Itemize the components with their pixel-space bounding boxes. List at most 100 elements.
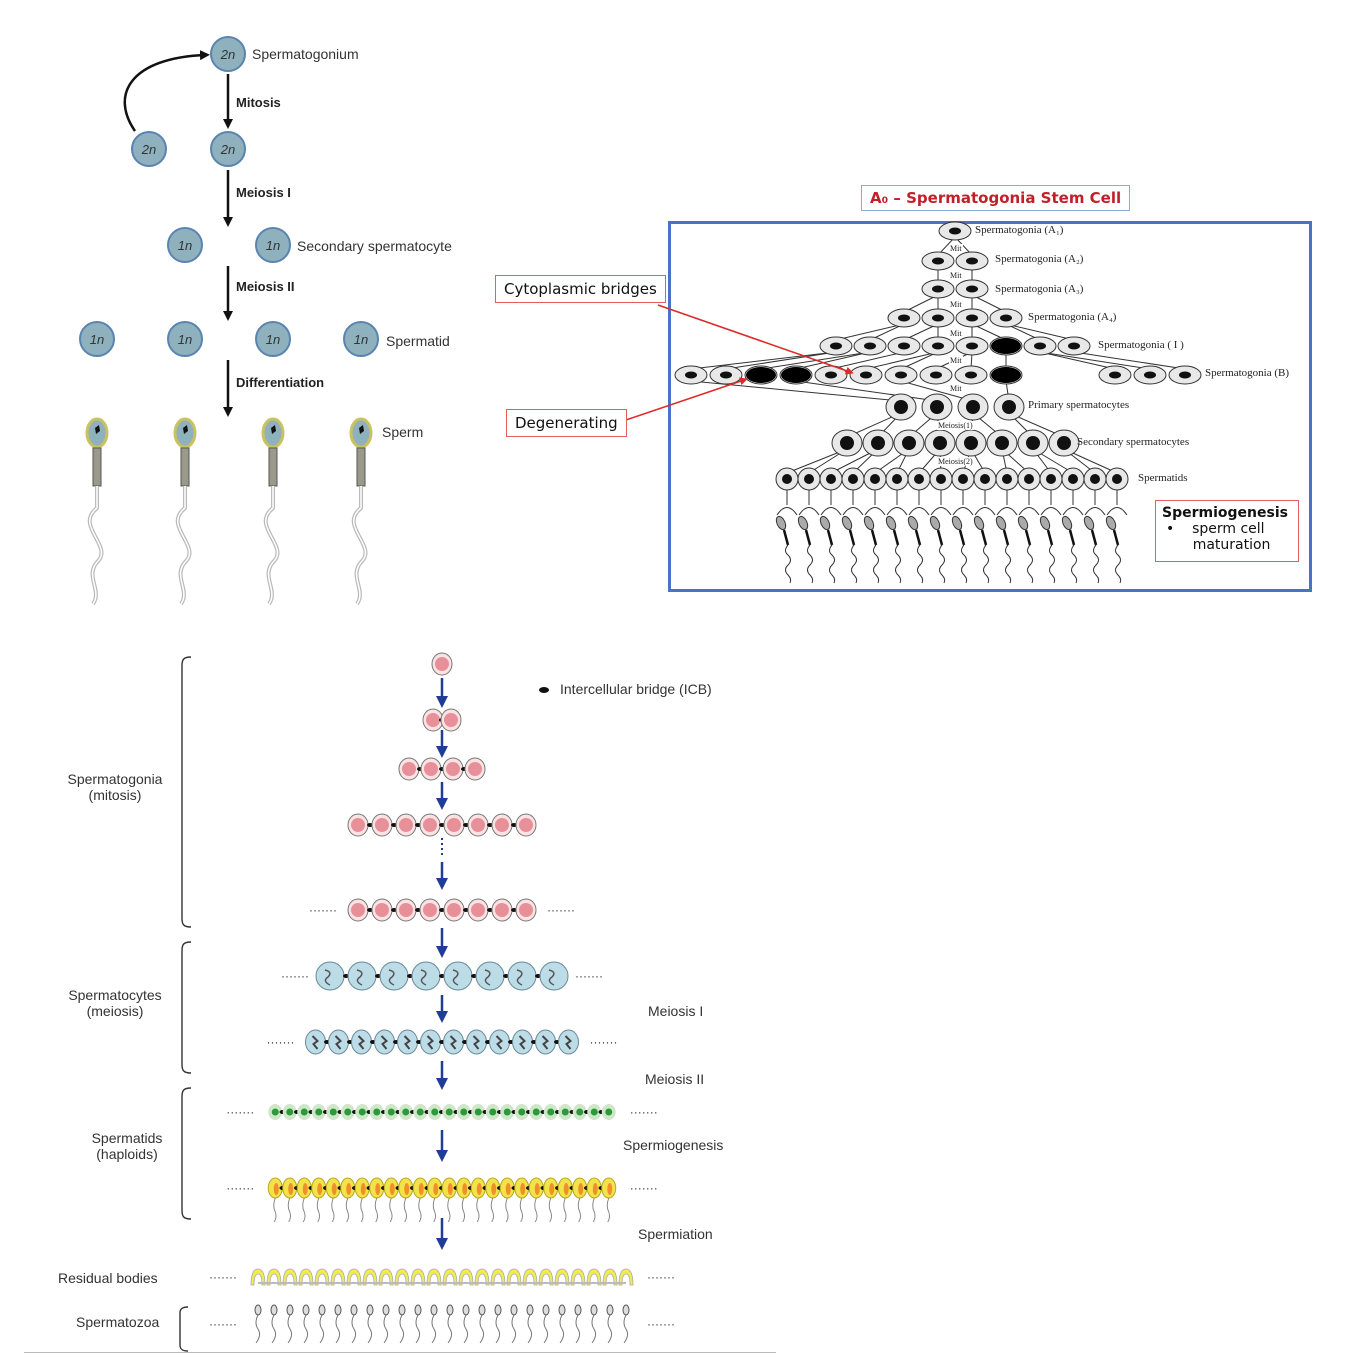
cell-residual-body: [490, 1268, 506, 1286]
intercellular-bridge: [375, 974, 381, 978]
cell-residual-body: [426, 1268, 442, 1286]
cell-spermatozoon: [558, 1304, 566, 1344]
flagellum: [287, 1197, 292, 1223]
process-label-meiosis-1: Meiosis I: [236, 185, 291, 200]
residual-body-shape: [618, 1268, 634, 1286]
cell-nucleus: [914, 474, 924, 484]
flagellum: [403, 1197, 408, 1223]
cell-round-spermatid: [529, 1104, 544, 1120]
residual-body-shape: [570, 1268, 586, 1286]
sperm-head: [995, 515, 1007, 531]
cell-spermatozoon: [542, 1304, 550, 1344]
cell-spermatogonia: [442, 757, 464, 781]
group-label-line: (meiosis): [86, 1003, 144, 1019]
bracket-spermatogonia: [181, 656, 192, 928]
process-label-spermiation: Spermiation: [638, 1226, 713, 1242]
stem-cell-title: A₀ – Spermatogonia Stem Cell: [861, 185, 1131, 211]
cell-spermatogonia: [419, 813, 441, 837]
intercellular-bridge: [487, 823, 493, 827]
cell-nucleus: [549, 1183, 555, 1195]
ploidy-label: 1n: [266, 238, 280, 253]
cell-spermatozoon: [414, 1304, 422, 1344]
cell-nucleus: [840, 436, 854, 450]
cytoplasm-lobe: [974, 507, 996, 516]
cell-nucleus: [471, 818, 485, 832]
cell-elongated-spermatid: [514, 1177, 530, 1223]
cytoplasmic-bridges-callout: Cytoplasmic bridges: [495, 275, 666, 303]
cell-residual-body: [602, 1268, 618, 1286]
residual-body-shape: [522, 1268, 538, 1286]
cell-membrane: [315, 961, 345, 991]
flagellum: [505, 1197, 509, 1223]
cell-elongated-spermatid: [325, 1177, 341, 1223]
cell-nucleus: [1024, 474, 1034, 484]
cell-nucleus: [825, 371, 837, 379]
cell-spermatogonia: [491, 898, 513, 922]
cell-nucleus: [489, 1108, 497, 1116]
sperm-tail: [1027, 544, 1034, 584]
cell: [255, 227, 291, 263]
cell-spermatocyte: [443, 961, 473, 991]
cell-nucleus: [302, 1183, 308, 1195]
cell-round-spermatid: [543, 1104, 558, 1120]
cell-residual-body: [538, 1268, 554, 1286]
intercellular-bridge: [463, 823, 469, 827]
sperm-head: [318, 1304, 326, 1316]
sperm-tail-core: [177, 486, 191, 605]
intercellular-bridge: [391, 908, 397, 912]
residual-body-shape: [410, 1268, 426, 1286]
cell-round-spermatid: [514, 1104, 529, 1120]
cell-spermatogonia: [347, 898, 369, 922]
cell-spermatogonia: [467, 813, 489, 837]
sperm-head: [819, 515, 831, 531]
cell-nucleus: [898, 314, 910, 322]
cell-nucleus: [474, 1108, 482, 1116]
sperm-tail: [851, 544, 858, 584]
cell-nucleus: [402, 1108, 410, 1116]
cell-nucleus: [424, 762, 438, 776]
cell: [210, 36, 246, 72]
sperm-nucleus: [183, 425, 188, 434]
cell-residual-body: [618, 1268, 634, 1286]
cytoplasm-lobe: [1018, 507, 1040, 516]
cell-membrane: [539, 961, 569, 991]
cell-nucleus: [534, 1183, 540, 1195]
sperm-tail: [895, 544, 902, 584]
cell-spermatozoon: [382, 1304, 390, 1344]
sperm-midpiece: [1112, 529, 1120, 546]
sperm-head: [478, 1304, 486, 1316]
sperm-head: [446, 1304, 454, 1316]
sperm-tail: [271, 1314, 277, 1344]
sperm-midpiece: [1046, 529, 1054, 546]
cell-nucleus: [936, 474, 946, 484]
cell-elongated-spermatid: [499, 1177, 515, 1223]
residual-body-shape: [442, 1268, 458, 1286]
residual-body-shape: [586, 1268, 602, 1286]
cell-nucleus: [404, 1183, 410, 1195]
cell-elongated-spermatid: [601, 1177, 617, 1223]
cell-elongated-spermatid: [340, 1177, 356, 1223]
sperm-tail: [495, 1314, 501, 1344]
sperm-head: [929, 515, 941, 531]
meiosis-1-label: Meiosis(1): [937, 421, 974, 430]
intercellular-bridge: [407, 974, 413, 978]
sperm-tail: [1071, 544, 1078, 584]
residual-body-shape: [282, 1268, 298, 1286]
cell-nucleus: [431, 1108, 439, 1116]
stage-label-secondary-spermatocyte: Secondary spermatocyte: [297, 238, 452, 254]
cell-nucleus: [871, 436, 885, 450]
cell-spermatozoon: [574, 1304, 582, 1344]
cell-elongated-spermatid: [354, 1177, 370, 1223]
cell-spermatocyte-small: [466, 1029, 487, 1055]
cell-spermatocyte-small: [512, 1029, 533, 1055]
sperm-tail: [607, 1314, 613, 1344]
chromatin: [484, 969, 491, 986]
sperm-head: [797, 515, 809, 531]
cell-spermatogonia: [431, 652, 453, 676]
cell-nucleus: [958, 474, 968, 484]
cell-spermatogonia: [419, 898, 441, 922]
sperm-tail: [543, 1314, 549, 1344]
cell-nucleus: [433, 1183, 439, 1195]
sperm-head: [1105, 515, 1117, 531]
